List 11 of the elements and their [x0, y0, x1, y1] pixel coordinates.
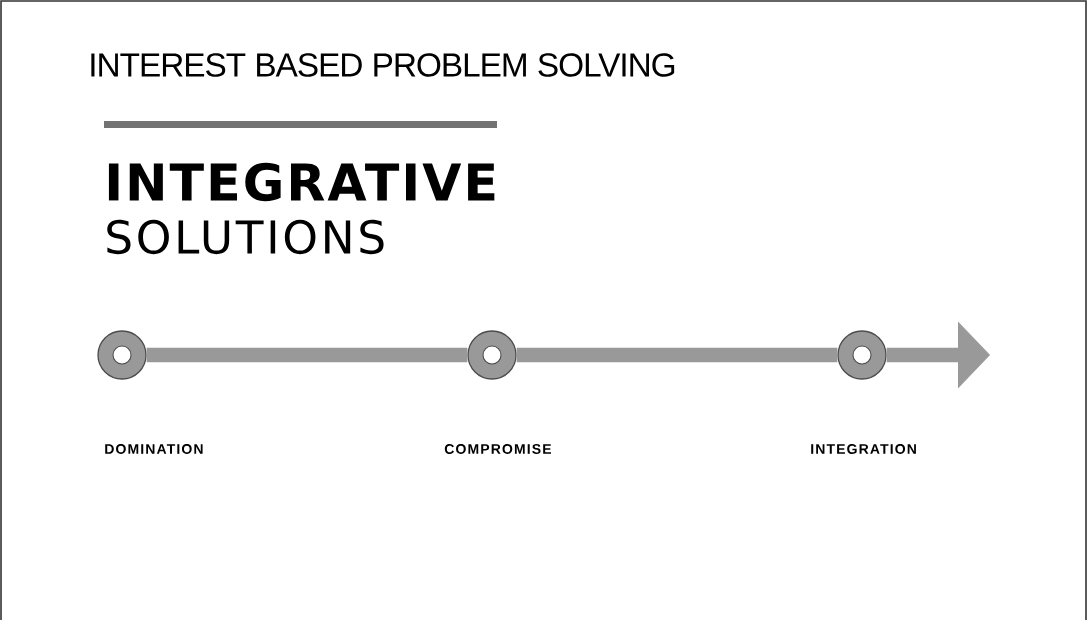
timeline-bar — [146, 347, 468, 363]
stage-label: DOMINATION — [105, 444, 203, 454]
title: INTEREST BASED PROBLEM SOLVING — [91, 53, 675, 77]
timeline-marker — [467, 330, 517, 380]
subheading: SOLUTIONS — [107, 219, 384, 255]
heading: INTEGRATIVE — [108, 162, 495, 202]
stage-label: COMPROMISE — [444, 444, 551, 454]
timeline-marker — [837, 330, 887, 380]
timeline-marker — [97, 330, 147, 380]
timeline-bar — [516, 347, 838, 363]
stage-label: INTEGRATION — [811, 444, 916, 454]
